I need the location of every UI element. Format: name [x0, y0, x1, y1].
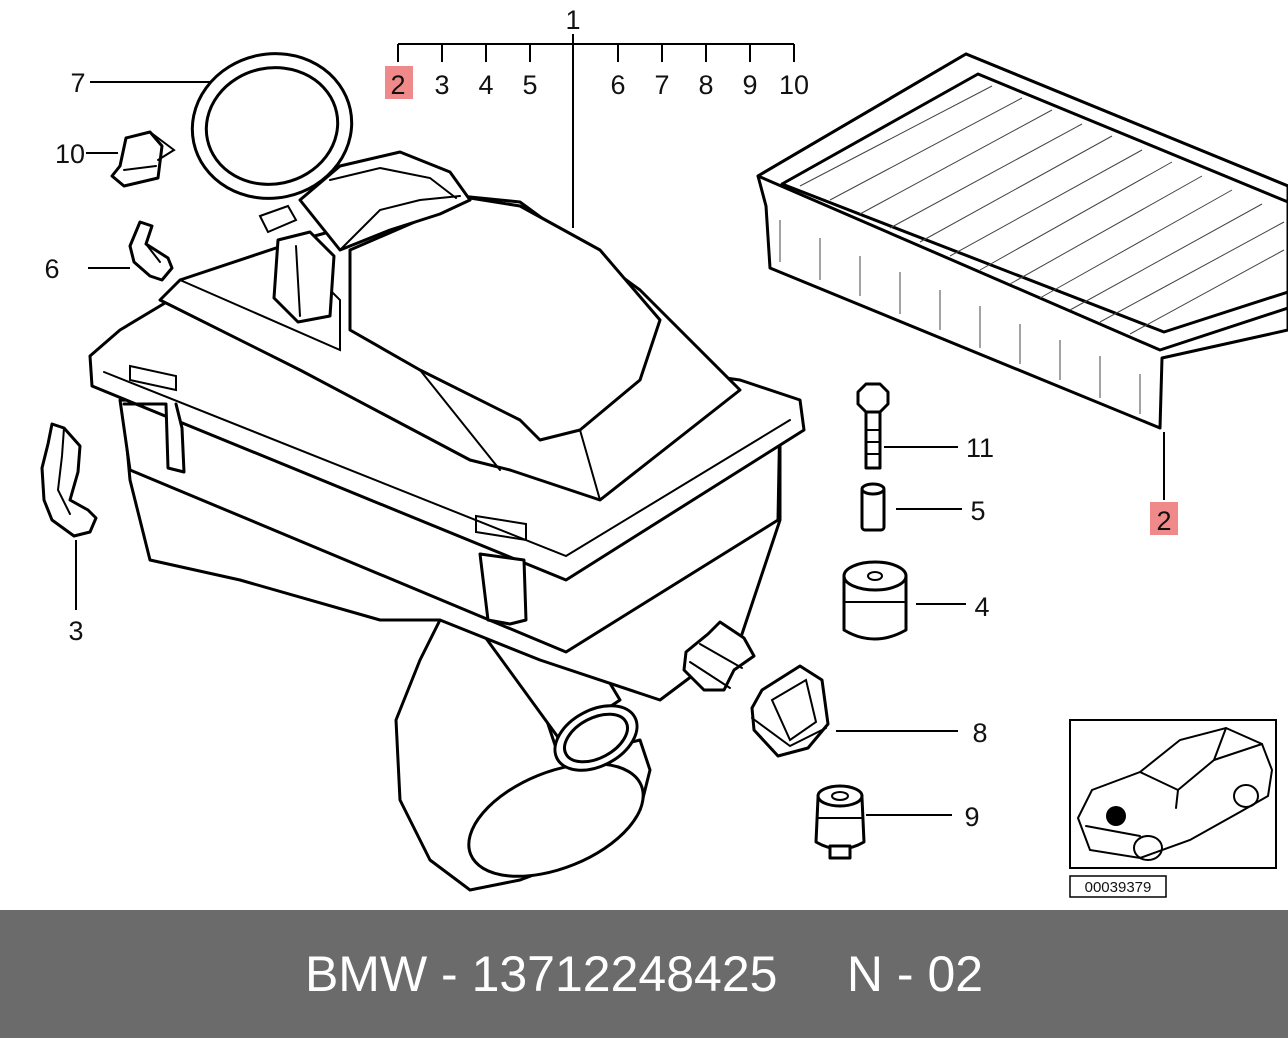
- upper-clip-part[interactable]: [110, 130, 176, 188]
- header-label-9[interactable]: 9: [742, 70, 757, 100]
- vehicle-inset: 00039379: [1069, 719, 1277, 898]
- exploded-parts-diagram: 1 2 3 4 5 6 7 8 9 10 7 10 6: [40, 5, 1288, 899]
- filter-element-part[interactable]: [756, 52, 1288, 430]
- bolt-part[interactable]: [856, 382, 890, 470]
- callout-filter-element[interactable]: 2: [1156, 506, 1171, 536]
- callout-seal-ring[interactable]: 7: [70, 68, 85, 98]
- small-clip-part[interactable]: [128, 220, 174, 282]
- highlight-box-filter: [1150, 502, 1178, 535]
- header-label-7[interactable]: 7: [654, 70, 669, 100]
- header-label-6[interactable]: 6: [610, 70, 625, 100]
- long-clip-part[interactable]: [40, 422, 98, 538]
- footer-bar: BMW - 13712248425 N - 02: [0, 910, 1288, 1038]
- buffer-part[interactable]: [814, 784, 866, 860]
- callout-bolt[interactable]: 11: [966, 433, 994, 463]
- header-label-10[interactable]: 10: [779, 70, 809, 100]
- header-bracket: [397, 34, 795, 228]
- header-label-1: 1: [565, 5, 580, 35]
- header-label-4[interactable]: 4: [478, 70, 493, 100]
- sleeve-part[interactable]: [860, 482, 886, 532]
- car-sketch: [1076, 726, 1274, 861]
- rubber-mount-part[interactable]: [842, 560, 908, 641]
- seal-ring-part[interactable]: [179, 39, 365, 213]
- inset-code: 00039379: [1085, 879, 1152, 896]
- callout-buffer[interactable]: 9: [964, 802, 979, 832]
- highlight-box-header: [385, 66, 413, 99]
- air-filter-housing-part[interactable]: [88, 150, 806, 899]
- header-label-2[interactable]: 2: [390, 70, 405, 100]
- callout-upper-clip[interactable]: 10: [55, 139, 85, 169]
- header-label-3[interactable]: 3: [434, 70, 449, 100]
- callout-sleeve[interactable]: 5: [970, 496, 985, 526]
- callout-small-clip[interactable]: 6: [44, 254, 59, 284]
- header-label-8[interactable]: 8: [698, 70, 713, 100]
- footer-part-number: BMW - 13712248425 N - 02: [304, 946, 984, 1002]
- callout-long-clip[interactable]: 3: [68, 616, 83, 646]
- callout-grommet[interactable]: 8: [972, 718, 987, 748]
- callout-rubber-mount[interactable]: 4: [974, 592, 989, 622]
- grommet-part[interactable]: [750, 664, 830, 758]
- header-label-5[interactable]: 5: [522, 70, 537, 100]
